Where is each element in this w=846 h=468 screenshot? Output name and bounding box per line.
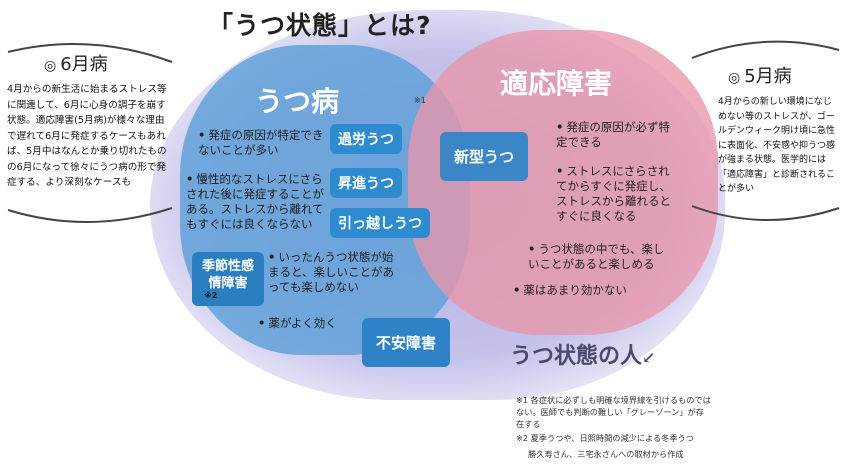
anxiety-disorder-tag: 不安障害 — [362, 318, 451, 367]
overwork-depression-tag: 過労うつ — [330, 124, 402, 154]
double-circle-icon: ◎ — [728, 70, 741, 86]
left-bracket-lines — [7, 43, 173, 223]
depression-item-4: •薬がよく効く — [258, 316, 337, 330]
adjustment-disorder-label: 適応障害 — [500, 67, 613, 100]
depression-item-2: •慢性的なストレスにさらされた後に発症することがある。ストレスから離れてもすぐに… — [186, 172, 324, 231]
footnote-2: ※2 夏季うつや、日照時間の減少による冬季うつ — [516, 433, 694, 443]
depression-label: うつ病 — [255, 85, 340, 118]
diagram-title: 「うつ状態」とは? — [208, 11, 432, 40]
double-circle-icon: ◎ — [44, 58, 57, 74]
adjustment-item-1: •発症の原因が必ず特定できる — [556, 120, 670, 149]
depression-item-1: •発症の原因が特定できないことが多い — [198, 128, 324, 157]
adjustment-item-4: •薬はあまり効かない — [513, 283, 627, 297]
depression-state-person-label: うつ状態の人↙ — [510, 343, 656, 369]
overlap-note-mark: ※1 — [414, 96, 426, 105]
arrow-icon: ↙ — [642, 348, 656, 367]
source-credit: 勝久寿さん、三宅永さんへの取材から作成 — [528, 449, 684, 459]
june-description: 4月からの新生活に始まるストレス等に関連して、6月に心身の調子を崩す状態。適応障… — [7, 84, 167, 188]
adjustment-item-2: •ストレスにさらされてからすぐに発症し、ストレスから離れるとすぐに良くなる — [556, 164, 671, 223]
promotion-depression-tag: 昇進うつ — [330, 168, 402, 198]
right-bracket-lines — [691, 40, 840, 221]
adjustment-disorder-circle — [408, 30, 718, 335]
adjustment-item-3: •うつ状態の中でも、楽しいことがあると楽しめる — [528, 242, 665, 271]
seasonal-note-mark: ※2 — [204, 291, 218, 300]
seasonal-affective-disorder-tag: 季節性感情障害 ※2 — [192, 252, 264, 306]
may-description: 4月からの新しい環境になじめない等のストレスが、ゴールデンウィーク明け頃に急性に… — [718, 97, 836, 194]
footnote-1: ※1 各症状に必ずしも明確な境界線を引けるものではない。医師でも判断の難しい「グ… — [516, 395, 711, 429]
june-title: ◎6月病 — [44, 54, 108, 75]
may-title: ◎5月病 — [728, 66, 792, 87]
new-type-depression-tag: 新型うつ — [440, 132, 529, 181]
depression-item-3: •いったんうつ状態が始まると、楽しいことがあっても楽しめない — [268, 250, 395, 294]
relocation-depression-tag: 引っ越しうつ — [330, 208, 430, 238]
